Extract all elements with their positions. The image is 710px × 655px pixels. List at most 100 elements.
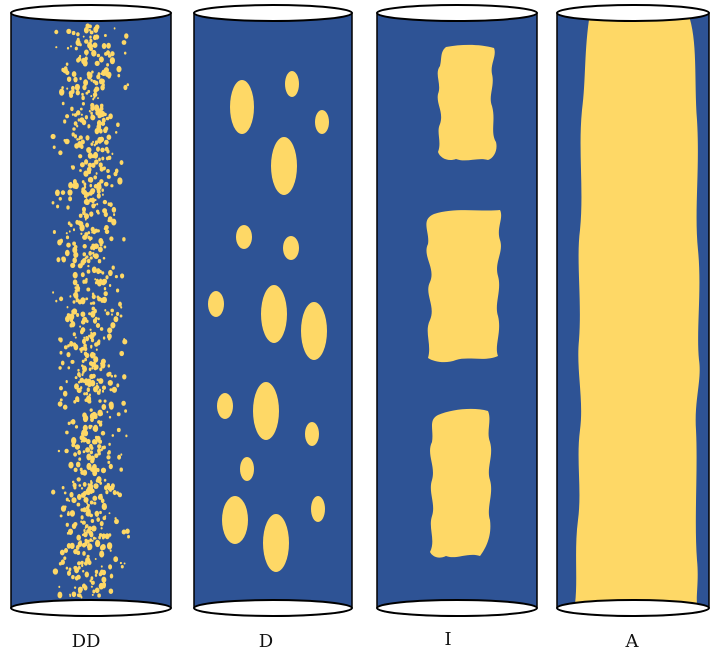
fine-gas-bubble — [73, 121, 78, 126]
fine-gas-bubble — [106, 134, 112, 140]
fine-gas-bubble — [52, 145, 56, 150]
fine-gas-bubble — [89, 579, 92, 583]
fine-gas-bubble — [81, 436, 87, 443]
fine-gas-bubble — [91, 294, 96, 300]
fine-gas-bubble — [87, 136, 90, 139]
fine-gas-bubble — [100, 498, 105, 504]
fine-gas-bubble — [73, 452, 78, 457]
fine-gas-bubble — [86, 387, 90, 393]
fine-gas-bubble — [80, 311, 86, 317]
fine-gas-bubble — [91, 70, 94, 74]
fine-gas-bubble — [103, 399, 107, 403]
fine-gas-bubble — [83, 213, 90, 220]
fine-gas-bubble — [93, 26, 99, 33]
fine-gas-bubble — [75, 110, 81, 116]
fine-gas-bubble — [91, 292, 95, 296]
fine-gas-bubble — [111, 265, 115, 270]
fine-gas-bubble — [103, 33, 107, 38]
fine-gas-bubble — [108, 512, 111, 515]
fine-gas-bubble — [99, 166, 104, 172]
fine-gas-bubble — [95, 109, 101, 116]
column-label-a: A — [625, 631, 640, 652]
fine-gas-bubble — [102, 256, 106, 260]
fine-gas-bubble — [92, 589, 96, 594]
fine-gas-bubble — [101, 502, 107, 511]
fine-gas-bubble — [52, 291, 55, 294]
fine-gas-bubble — [125, 434, 128, 438]
fine-gas-bubble — [85, 539, 90, 544]
fine-gas-bubble — [91, 352, 95, 357]
fine-gas-bubble — [82, 481, 87, 487]
gas-slug — [426, 210, 502, 363]
fine-gas-bubble — [70, 262, 76, 268]
fine-gas-bubble — [85, 557, 91, 564]
fine-gas-bubble — [67, 344, 70, 348]
fine-gas-bubble — [84, 115, 88, 120]
fine-gas-bubble — [99, 269, 102, 274]
fine-gas-bubble — [106, 455, 111, 460]
fine-gas-bubble — [110, 51, 115, 57]
gas-slug — [437, 44, 497, 161]
fine-gas-bubble — [95, 172, 98, 175]
fine-gas-bubble — [76, 534, 81, 541]
fine-gas-bubble — [101, 389, 105, 393]
fine-gas-bubble — [91, 439, 97, 445]
fine-gas-bubble — [96, 468, 100, 473]
fine-gas-bubble — [90, 102, 95, 108]
fine-gas-bubble — [84, 256, 88, 260]
fine-gas-bubble — [116, 383, 120, 388]
fine-gas-bubble — [86, 529, 91, 534]
fine-gas-bubble — [114, 275, 118, 279]
gas-bubble — [222, 496, 248, 544]
fine-gas-bubble — [96, 74, 101, 80]
fine-gas-bubble — [85, 447, 91, 453]
fine-gas-bubble — [97, 593, 101, 598]
gas-core — [575, 13, 700, 604]
fine-gas-bubble — [94, 587, 100, 594]
fine-gas-bubble — [90, 95, 93, 98]
fine-gas-bubble — [100, 279, 107, 286]
fine-gas-bubble — [93, 253, 99, 260]
fine-gas-bubble — [85, 53, 88, 56]
fine-gas-bubble — [118, 301, 122, 307]
fine-gas-bubble — [80, 595, 83, 599]
fine-gas-bubble — [77, 368, 80, 372]
fine-gas-bubble — [94, 316, 98, 320]
fine-gas-bubble — [65, 522, 69, 527]
gas-bubble — [315, 110, 329, 134]
fine-gas-bubble — [58, 197, 62, 201]
pipe-bottom-rim-d — [193, 599, 353, 617]
pipe-top-rim-a — [556, 4, 710, 22]
fine-gas-bubble — [89, 532, 94, 538]
fine-gas-bubble — [91, 593, 94, 596]
fine-gas-bubble — [63, 119, 66, 122]
fine-gas-bubble — [96, 202, 99, 206]
fine-gas-bubble — [71, 71, 77, 78]
fine-gas-bubble — [85, 396, 92, 403]
fine-gas-bubble — [82, 316, 88, 323]
fine-gas-bubble — [94, 557, 97, 561]
fine-gas-bubble — [83, 531, 88, 538]
gas-bubble — [311, 496, 325, 522]
fine-gas-bubble — [99, 179, 104, 184]
fine-gas-bubble — [76, 32, 80, 37]
fine-gas-bubble — [91, 456, 94, 459]
fine-gas-bubble — [116, 412, 121, 417]
fine-gas-bubble — [54, 189, 60, 197]
fine-gas-bubble — [90, 519, 95, 523]
fine-gas-bubble — [100, 72, 103, 76]
fine-gas-bubble — [79, 325, 82, 328]
fine-gas-bubble — [63, 405, 66, 408]
fine-gas-bubble — [96, 476, 102, 484]
fine-gas-bubble — [67, 570, 71, 576]
fine-gas-bubble — [56, 257, 61, 263]
fine-gas-bubble — [119, 350, 125, 357]
fine-gas-bubble — [94, 569, 99, 575]
fine-gas-bubble — [97, 114, 102, 119]
fine-gas-bubble — [59, 386, 63, 391]
fine-gas-bubble — [111, 218, 117, 226]
fine-gas-bubble — [117, 454, 122, 460]
fine-gas-bubble — [95, 539, 99, 544]
fine-gas-bubble — [71, 442, 76, 448]
fine-gas-bubble — [99, 550, 105, 558]
